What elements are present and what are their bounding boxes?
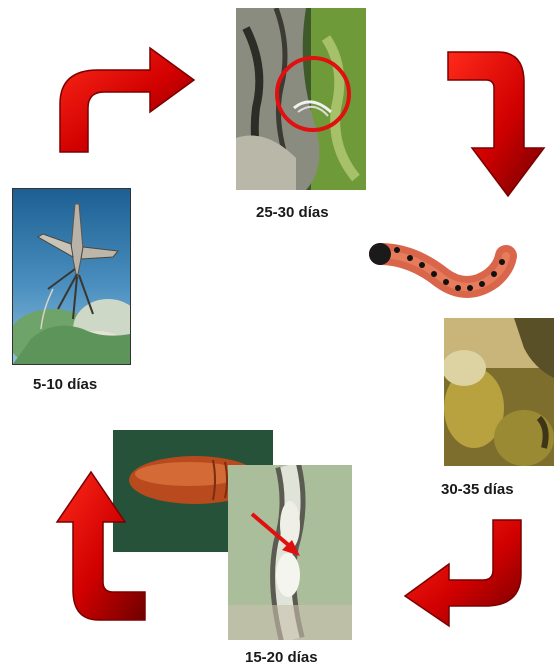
egg-photo [236,8,366,190]
stage-label-larva: 30-35 días [441,481,514,498]
larva-damage-photo [444,318,554,466]
stage-label-adult: 5-10 días [33,376,97,393]
pointer-arrow-icon [248,510,304,560]
larva-photo [372,238,512,308]
cycle-arrow-icon [403,518,525,628]
cycle-arrow-icon [58,42,198,154]
cycle-arrow-icon [446,48,546,198]
cycle-arrow-icon [55,470,147,622]
adult-moth-photo [12,188,131,365]
stage-label-pupa: 15-20 días [245,649,318,666]
stage-label-egg: 25-30 días [256,204,329,221]
